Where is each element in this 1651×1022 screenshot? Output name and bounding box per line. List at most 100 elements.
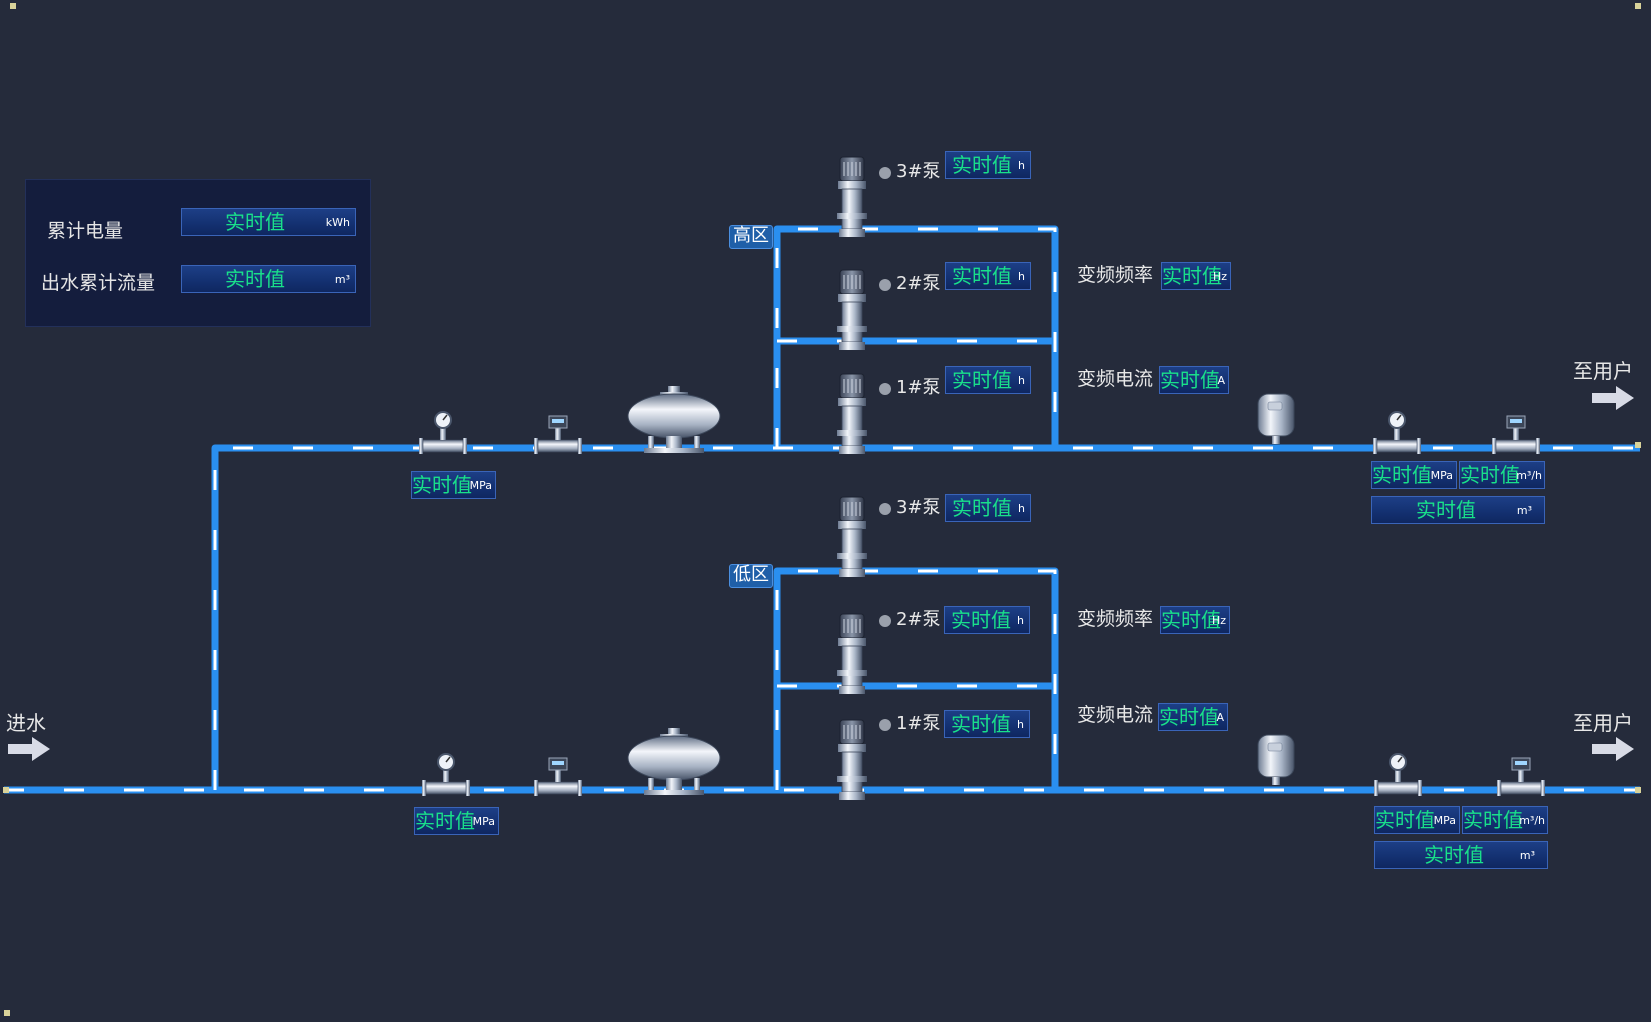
cumulative-outflow-value: 实时值 bbox=[225, 267, 285, 291]
high-inlet-pressure-unit: MPa bbox=[469, 479, 492, 492]
pump-2-low-runtime-value: 实时值 bbox=[951, 608, 1011, 632]
vessel-low-icon bbox=[1257, 734, 1295, 786]
low-outlet-pressure-unit: MPa bbox=[1433, 814, 1456, 827]
pump-icon bbox=[836, 156, 868, 238]
pump-2-low-status-icon bbox=[879, 615, 891, 627]
zone-high-badge: 高区 bbox=[729, 225, 773, 249]
pump-icon bbox=[836, 613, 868, 695]
high-outlet-total-unit: m³ bbox=[1516, 504, 1532, 517]
pump-1-high-status-icon bbox=[879, 383, 891, 395]
corner-marker bbox=[1635, 3, 1641, 9]
pump-2-high-runtime-unit: h bbox=[1018, 270, 1025, 283]
low-vfd-current-label: 变频电流 bbox=[1077, 704, 1154, 726]
zone-low-badge: 低区 bbox=[729, 564, 773, 588]
outlet-low-label: 至用户 bbox=[1573, 711, 1633, 735]
pump-3-low-runtime-value: 实时值 bbox=[952, 496, 1012, 520]
high-outlet-total-value: 实时值 bbox=[1416, 498, 1476, 522]
high-outlet-flow-unit: m³/h bbox=[1516, 469, 1542, 482]
pump-1-high-runtime-value: 实时值 bbox=[952, 368, 1012, 392]
pump-1-high-runtime-unit: h bbox=[1018, 374, 1025, 387]
pump-icon bbox=[836, 373, 868, 455]
high-vfd-frequency-unit: Hz bbox=[1212, 270, 1227, 283]
low-vfd-frequency-unit: Hz bbox=[1211, 614, 1226, 627]
corner-marker bbox=[1635, 442, 1641, 448]
inlet-label: 进水 bbox=[6, 711, 46, 735]
outlet-high-arrow-icon bbox=[1592, 386, 1634, 410]
vessel-high-icon bbox=[1257, 393, 1295, 445]
cumulative-outflow-label: 出水累计流量 bbox=[41, 272, 156, 294]
cumulative-outflow-unit: m³ bbox=[334, 273, 350, 286]
pressure-tank-low-icon bbox=[627, 727, 721, 796]
low-outlet-total-value: 实时值 bbox=[1424, 843, 1484, 867]
low-outlet-flow-value: 实时值 bbox=[1463, 808, 1523, 832]
low-vfd-frequency-value: 实时值 bbox=[1161, 608, 1221, 632]
high-outlet-pressure-value: 实时值 bbox=[1372, 463, 1432, 487]
pump-icon bbox=[836, 496, 868, 578]
pump-1-low-label: 1#泵 bbox=[896, 713, 941, 734]
pump-1-low-runtime-unit: h bbox=[1017, 718, 1024, 731]
low-outlet-pressure-box: 实时值 MPa bbox=[1374, 806, 1460, 834]
cumulative-power-value-box: 实时值 kWh bbox=[181, 208, 356, 236]
high-outlet-pressure-unit: MPa bbox=[1430, 469, 1453, 482]
high-vfd-frequency-box: 实时值 Hz bbox=[1161, 262, 1231, 290]
low-outlet-flow-unit: m³/h bbox=[1519, 814, 1545, 827]
pressure-gauge-low-inlet-icon bbox=[421, 753, 471, 797]
pump-3-high-status-icon bbox=[879, 167, 891, 179]
pump-2-high-status-icon bbox=[879, 279, 891, 291]
pressure-tank-high-icon bbox=[627, 385, 721, 454]
arrows bbox=[8, 386, 1634, 761]
pump-1-high-label: 1#泵 bbox=[896, 377, 941, 398]
pump-2-high-runtime-box: 实时值 h bbox=[945, 262, 1031, 290]
high-inlet-pressure-box: 实时值 MPa bbox=[411, 471, 496, 499]
cumulative-outflow-value-box: 实时值 m³ bbox=[181, 265, 356, 293]
pump-3-high-runtime-unit: h bbox=[1018, 159, 1025, 172]
pump-3-low-status-icon bbox=[879, 503, 891, 515]
pump-1-high-runtime-box: 实时值 h bbox=[945, 366, 1031, 394]
pump-1-low-runtime-box: 实时值 h bbox=[944, 710, 1030, 738]
flow-meter-high-inlet-icon bbox=[533, 415, 583, 455]
low-vfd-frequency-box: 实时值 Hz bbox=[1160, 606, 1230, 634]
cumulative-power-value: 实时值 bbox=[225, 210, 285, 234]
pump-2-high-runtime-value: 实时值 bbox=[952, 264, 1012, 288]
corner-marker bbox=[3, 787, 9, 793]
pump-3-high-label: 3#泵 bbox=[896, 161, 941, 182]
flow-meter-low-inlet-icon bbox=[533, 757, 583, 797]
low-outlet-flow-box: 实时值 m³/h bbox=[1462, 806, 1548, 834]
flow-meter-low-outlet-icon bbox=[1496, 757, 1546, 797]
pump-1-low-runtime-value: 实时值 bbox=[951, 712, 1011, 736]
pump-3-low-runtime-unit: h bbox=[1018, 502, 1025, 515]
pump-2-low-runtime-unit: h bbox=[1017, 614, 1024, 627]
pump-2-high-label: 2#泵 bbox=[896, 273, 941, 294]
high-vfd-frequency-value: 实时值 bbox=[1162, 264, 1222, 288]
low-inlet-pressure-box: 实时值 MPa bbox=[414, 807, 499, 835]
cumulative-power-unit: kWh bbox=[325, 216, 350, 229]
high-outlet-flow-value: 实时值 bbox=[1460, 463, 1520, 487]
pressure-gauge-high-outlet-icon bbox=[1372, 411, 1422, 455]
inlet-arrow-icon bbox=[8, 737, 50, 761]
low-outlet-total-unit: m³ bbox=[1519, 849, 1535, 862]
pressure-gauge-low-outlet-icon bbox=[1373, 753, 1423, 797]
flow-meter-high-outlet-icon bbox=[1491, 415, 1541, 455]
low-vfd-current-unit: A bbox=[1216, 711, 1224, 724]
low-vfd-current-box: 实时值 A bbox=[1158, 703, 1228, 731]
high-vfd-current-value: 实时值 bbox=[1160, 368, 1220, 392]
high-outlet-pressure-box: 实时值 MPa bbox=[1371, 461, 1457, 489]
pump-2-low-label: 2#泵 bbox=[896, 609, 941, 630]
high-vfd-frequency-label: 变频频率 bbox=[1077, 264, 1154, 286]
high-inlet-pressure-value: 实时值 bbox=[412, 473, 472, 497]
outlet-high-label: 至用户 bbox=[1573, 359, 1633, 383]
pump-3-low-runtime-box: 实时值 h bbox=[945, 494, 1031, 522]
low-outlet-total-box: 实时值 m³ bbox=[1374, 841, 1548, 869]
low-outlet-pressure-value: 实时值 bbox=[1375, 808, 1435, 832]
pump-3-low-label: 3#泵 bbox=[896, 497, 941, 518]
high-vfd-current-label: 变频电流 bbox=[1077, 368, 1154, 390]
cumulative-power-label: 累计电量 bbox=[47, 220, 124, 242]
corner-marker bbox=[10, 3, 16, 9]
outlet-low-arrow-icon bbox=[1592, 737, 1634, 761]
pump-1-low-status-icon bbox=[879, 719, 891, 731]
corner-marker bbox=[4, 1010, 10, 1016]
high-vfd-current-unit: A bbox=[1217, 374, 1225, 387]
pump-3-high-runtime-value: 实时值 bbox=[952, 153, 1012, 177]
corner-marker bbox=[1635, 787, 1641, 793]
